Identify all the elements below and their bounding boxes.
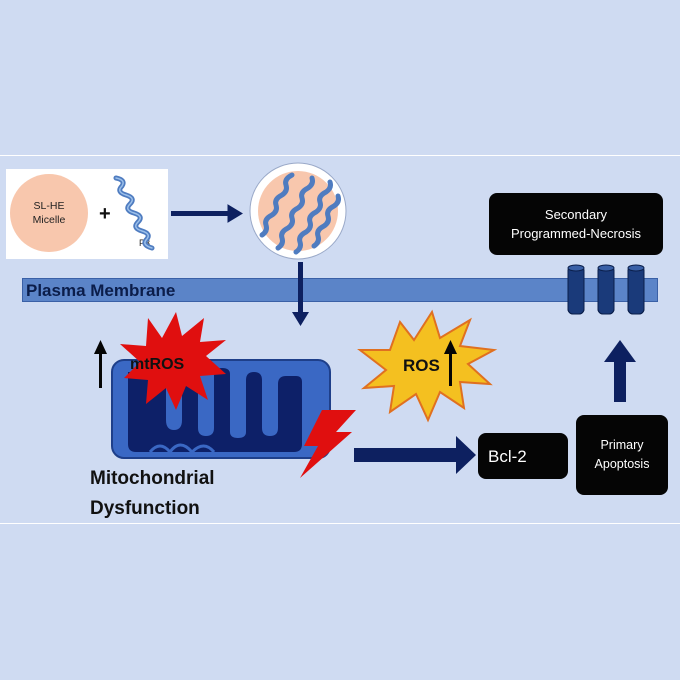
membrane-channels-front [567,264,645,315]
mtros-label: mtROS [130,356,185,373]
plasma-membrane [22,278,658,302]
bcl2-box: Bcl-2 [478,433,568,479]
micelle-peptide-complex [249,162,347,260]
ros-burst-icon [357,309,498,423]
sl-he-micelle: SL-HE Micelle [10,174,88,252]
plus-sign: + [99,203,111,225]
arrow-to-complex [171,204,243,223]
ros-increase-arrow-icon [444,340,457,386]
arrow-down-into-cell [292,262,309,326]
arrow-to-secondary [604,340,636,402]
lightning-bolt-icon [300,410,356,478]
plasma-membrane-label: Plasma Membrane [26,281,176,300]
bcl2-label: Bcl-2 [488,446,527,466]
mtros-increase-arrow-icon [94,340,107,388]
secondary-programmed-necrosis-box: Secondary Programmed-Necrosis [489,193,663,255]
ros-label: ROS [403,356,440,375]
mitochondrial-dysfunction-label: Mitochondrial Dysfunction [90,468,215,519]
mtros-burst-icon [120,312,226,410]
arrow-to-bcl2 [354,436,476,474]
primary-apoptosis-box: Primary Apoptosis [576,415,668,495]
p3-peptide-helix-icon [113,175,155,251]
